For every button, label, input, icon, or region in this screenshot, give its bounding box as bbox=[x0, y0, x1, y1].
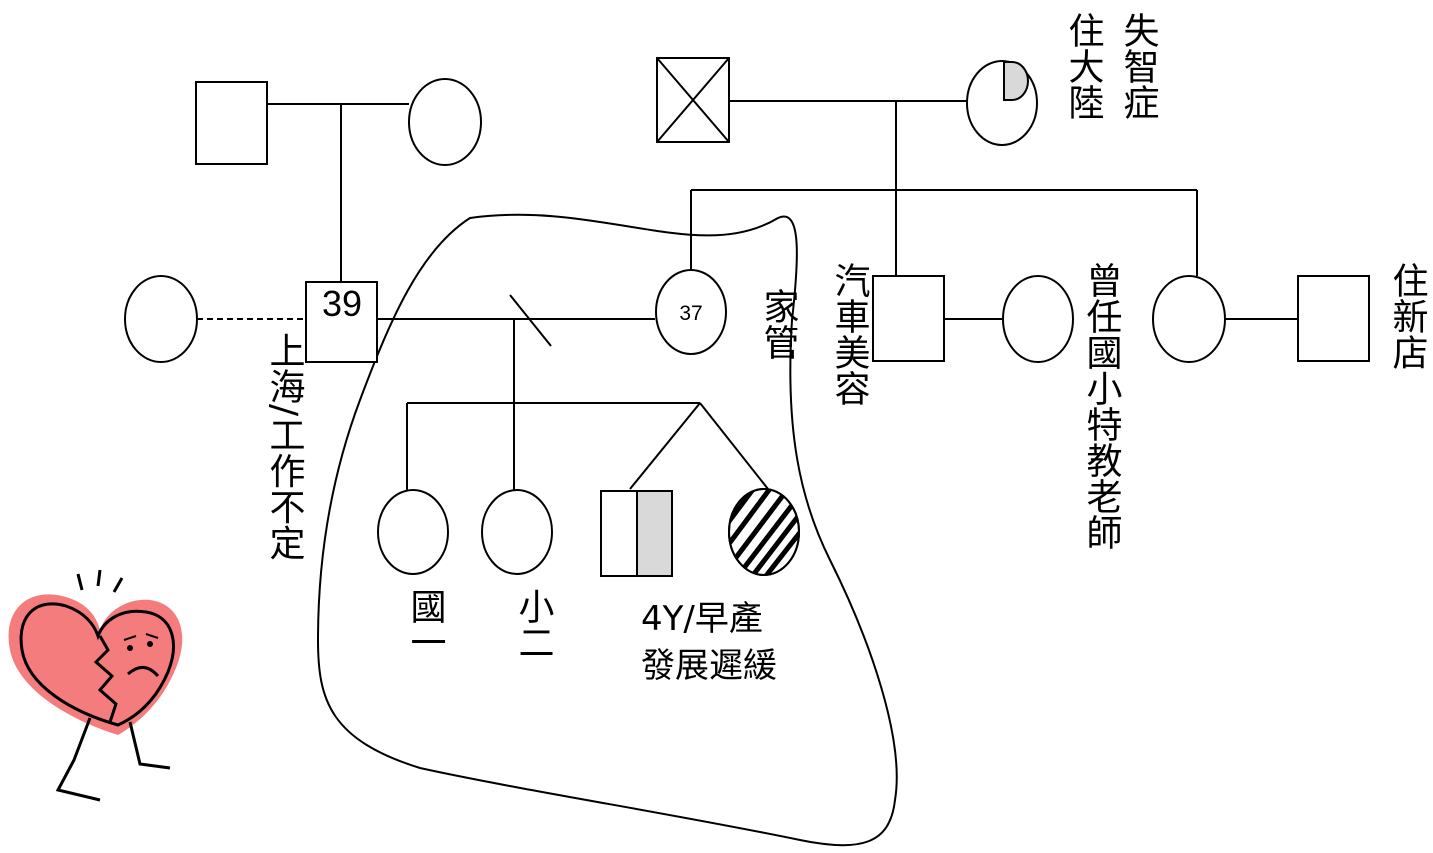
broken-heart-character-icon bbox=[8, 569, 183, 802]
wife bbox=[655, 269, 727, 355]
twins-note-line1: 4Y/早產 bbox=[641, 599, 763, 639]
child2-grade-label: 小二 bbox=[513, 588, 554, 660]
child1-grade-label: 國一 bbox=[405, 588, 446, 660]
husband-note-label: 上海/工作不定 bbox=[264, 332, 305, 560]
aunt-husband bbox=[1297, 275, 1370, 362]
twins-left-line bbox=[629, 402, 701, 490]
deceased-cross-2 bbox=[656, 57, 730, 143]
husband-former-partner bbox=[124, 275, 198, 363]
separation-slash bbox=[509, 294, 552, 347]
child1-daughter bbox=[377, 489, 449, 575]
child2-daughter bbox=[481, 489, 553, 575]
paternal-grandmother bbox=[408, 78, 482, 166]
twins-note-line2: 發展遲緩 bbox=[641, 646, 777, 686]
aunt bbox=[1152, 275, 1226, 363]
twins-right-line bbox=[699, 402, 769, 490]
maternal-grandmother-dementia-marker bbox=[1003, 61, 1029, 101]
maternal-grandmother-residence-label: 住大陸 bbox=[1063, 12, 1104, 120]
household-boundary bbox=[316, 213, 898, 847]
uncle-wife bbox=[1002, 275, 1074, 363]
maternal-grandmother-dementia-label: 失智症 bbox=[1118, 12, 1159, 120]
aunt-husband-residence-label: 住新店 bbox=[1387, 262, 1428, 370]
uncle-occupation-label: 汽車美容 bbox=[829, 262, 870, 406]
uncle-wife-occupation-label: 曾任國小特教老師 bbox=[1081, 262, 1123, 550]
husband bbox=[305, 281, 378, 363]
husband-age: 39 bbox=[322, 283, 362, 324]
paternal-grandfather bbox=[195, 81, 268, 165]
wife-occupation-label: 家管 bbox=[758, 288, 799, 360]
wife-age: 37 bbox=[679, 302, 702, 325]
uncle bbox=[872, 275, 945, 362]
twin-son-shaded-half bbox=[636, 490, 673, 577]
